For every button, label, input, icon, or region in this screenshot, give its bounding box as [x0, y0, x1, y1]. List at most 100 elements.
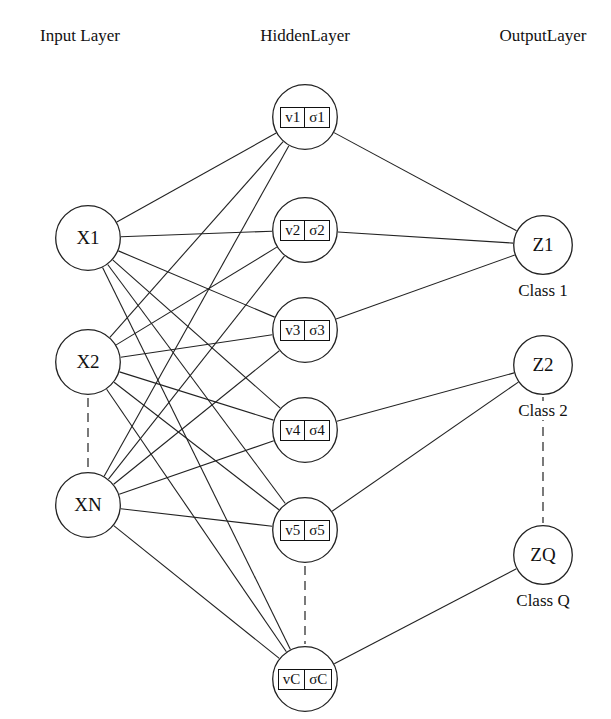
class-label-wrap: Class Q: [514, 591, 571, 611]
center-vector: vC: [279, 670, 305, 689]
ellipsis-dash: [87, 398, 88, 469]
center-width-box: vCσC: [278, 669, 333, 690]
hidden-neuron: vCσC: [272, 646, 338, 712]
output-label: Z2: [532, 354, 553, 376]
center-vector: v2: [281, 221, 304, 240]
neuron-body: XN: [55, 472, 121, 538]
weight-connection: [121, 231, 272, 237]
weight-connection: [118, 251, 274, 317]
neuron-body: vCσC: [272, 646, 338, 712]
connection-line: [119, 372, 273, 420]
neuron-body: ZQ: [513, 525, 573, 585]
layer-heading: Input Layer: [40, 26, 120, 45]
weight-connection: [119, 372, 273, 420]
neuron-outline: [514, 526, 573, 585]
output-label: ZQ: [530, 544, 555, 566]
output-neuron: Z1Class 1: [513, 215, 573, 275]
weight-connection: [337, 373, 514, 421]
neuron-body: v2σ2: [272, 197, 338, 263]
connection-line: [338, 232, 513, 243]
hidden-neuron: v5σ5: [272, 497, 338, 563]
neuron-outline: [56, 330, 121, 395]
weight-connection: [334, 569, 516, 664]
connection-line: [118, 251, 274, 317]
connection-line: [119, 441, 274, 494]
neuron-outline: [273, 498, 338, 563]
weight-connection: [332, 382, 518, 511]
center-width-box: v4σ4: [280, 420, 330, 441]
neuron-body: Z2: [513, 335, 573, 395]
width-sigma: σC: [304, 670, 331, 689]
input-label: X1: [76, 227, 99, 249]
connection-line: [121, 335, 273, 357]
connection-line: [336, 255, 515, 319]
center-width-box: v1σ1: [280, 107, 330, 128]
connection-line: [114, 382, 279, 510]
weight-connection: [114, 526, 280, 659]
connection-line: [114, 351, 280, 485]
neuron-outline: [273, 85, 338, 150]
width-sigma: σ1: [304, 108, 329, 127]
neuron-body: v1σ1: [272, 84, 338, 150]
neuron-body: Z1: [513, 215, 573, 275]
weight-connection: [107, 389, 287, 652]
layer-heading-wrap: Input Layer: [40, 26, 120, 46]
width-sigma: σ2: [304, 221, 329, 240]
weight-connection: [117, 133, 276, 222]
layer-heading-wrap: HiddenLayer: [260, 26, 350, 46]
neuron-outline: [56, 206, 121, 271]
hidden-neuron: v2σ2: [272, 197, 338, 263]
neuron-outline: [56, 473, 121, 538]
weight-connection: [334, 133, 517, 231]
center-vector: v1: [281, 108, 304, 127]
output-neuron: ZQClass Q: [513, 525, 573, 585]
neuron-body: X1: [55, 205, 121, 271]
connection-line: [121, 509, 272, 526]
weight-connection: [119, 441, 274, 494]
connection-line: [108, 264, 286, 503]
center-vector: v4: [281, 421, 304, 440]
layer-heading-wrap: OutputLayer: [500, 26, 587, 46]
neuron-outline: [273, 647, 338, 712]
connection-line: [104, 146, 289, 476]
layer-heading: OutputLayer: [500, 26, 587, 45]
weight-connection: [114, 351, 280, 485]
input-label: X2: [76, 351, 99, 373]
connection-line: [110, 142, 283, 338]
center-width-box: v5σ5: [280, 520, 330, 541]
input-neuron: X2: [55, 329, 121, 395]
connection-line: [334, 569, 516, 664]
class-label: Class Q: [514, 591, 571, 610]
center-vector: v3: [281, 321, 304, 340]
connection-line: [107, 389, 287, 652]
neuron-body: v4σ4: [272, 397, 338, 463]
connection-line: [117, 133, 276, 222]
layer-heading: HiddenLayer: [260, 26, 350, 45]
neuron-outline: [273, 198, 338, 263]
weight-connection: [121, 509, 272, 526]
weight-connection: [114, 382, 279, 510]
neuron-outline: [514, 216, 573, 275]
class-label: Class 1: [516, 281, 570, 300]
neuron-body: X2: [55, 329, 121, 395]
neuron-body: v5σ5: [272, 497, 338, 563]
center-width-box: v3σ3: [280, 320, 330, 341]
width-sigma: σ5: [304, 521, 329, 540]
weight-connection: [110, 142, 283, 338]
ellipsis-dash: [304, 566, 305, 644]
connection-line: [121, 231, 272, 237]
neuron-outline: [514, 336, 573, 395]
connection-line: [114, 526, 280, 659]
weight-connection: [121, 335, 273, 357]
weight-connection: [113, 260, 281, 408]
input-neuron: X1: [55, 205, 121, 271]
hidden-neuron: v1σ1: [272, 84, 338, 150]
input-neuron: XN: [55, 472, 121, 538]
width-sigma: σ3: [304, 321, 329, 340]
neuron-outline: [273, 398, 338, 463]
connection-line: [332, 382, 518, 511]
center-vector: v5: [281, 521, 304, 540]
class-label-wrap: Class 1: [516, 281, 570, 301]
center-width-box: v2σ2: [280, 220, 330, 241]
weight-connection: [338, 232, 513, 243]
